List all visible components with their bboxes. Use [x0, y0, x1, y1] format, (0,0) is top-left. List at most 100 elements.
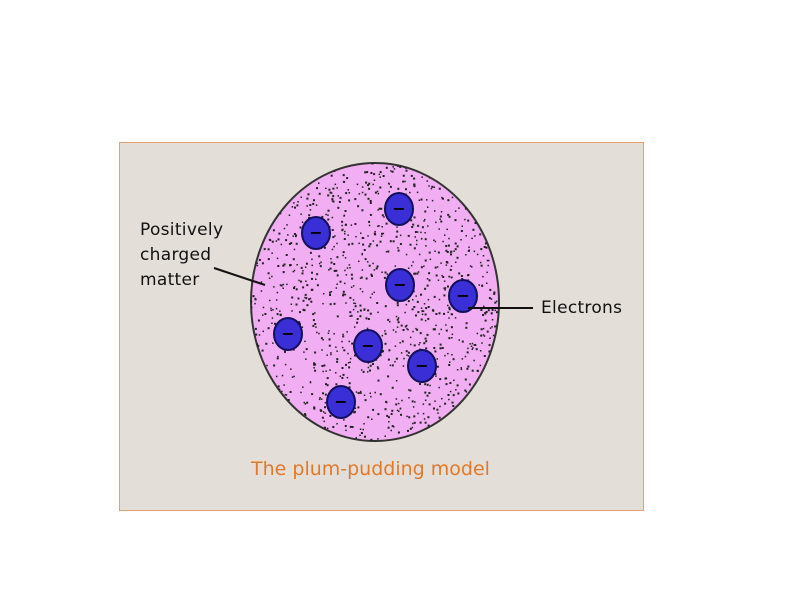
speckle-dot	[439, 347, 442, 350]
electron: −	[273, 317, 303, 351]
speckle-dot	[487, 394, 490, 397]
speckle-dot	[343, 215, 345, 217]
speckle-dot	[309, 251, 312, 254]
speckle-dot	[358, 242, 360, 245]
electron-minus-sign: −	[361, 336, 374, 355]
speckle-dot	[327, 332, 330, 334]
speckle-dot	[305, 348, 308, 351]
speckle-dot	[348, 340, 350, 343]
speckle-dot	[392, 329, 395, 331]
speckle-dot	[424, 437, 427, 440]
speckle-dot	[424, 218, 426, 221]
speckle-dot	[327, 214, 329, 216]
speckle-dot	[349, 311, 352, 314]
speckle-dot	[447, 352, 449, 355]
speckle-dot	[251, 343, 253, 346]
speckle-dot	[369, 392, 371, 394]
electron: −	[353, 329, 383, 363]
speckle-dot	[413, 306, 416, 308]
speckle-dot	[334, 183, 337, 186]
speckle-dot	[473, 344, 475, 346]
speckle-dot	[275, 240, 278, 242]
speckle-dot	[424, 210, 427, 213]
speckle-dot	[325, 187, 327, 190]
speckle-dot	[453, 250, 455, 252]
speckle-dot	[438, 416, 441, 419]
speckle-dot	[424, 313, 427, 316]
speckle-dot	[495, 343, 498, 346]
speckle-dot	[372, 363, 374, 365]
speckle-dot	[336, 350, 338, 352]
speckle-dot	[362, 237, 365, 239]
speckle-dot	[277, 355, 279, 358]
speckle-dot	[445, 435, 448, 438]
speckle-dot	[371, 293, 373, 295]
speckle-dot	[283, 263, 286, 266]
speckle-dot	[261, 403, 263, 406]
speckle-dot	[450, 276, 453, 279]
speckle-dot	[456, 188, 459, 190]
speckle-dot	[399, 165, 402, 168]
speckle-dot	[489, 379, 491, 382]
speckle-dot	[336, 283, 338, 285]
speckle-dot	[479, 350, 482, 352]
speckle-dot	[299, 226, 302, 229]
speckle-dot	[433, 328, 436, 331]
speckle-dot	[262, 400, 265, 403]
electron-minus-sign: −	[334, 392, 347, 411]
speckle-dot	[323, 246, 326, 249]
speckle-dot	[298, 432, 301, 434]
speckle-dot	[367, 318, 370, 320]
speckle-dot	[312, 313, 315, 316]
speckle-dot	[363, 394, 366, 396]
speckle-dot	[433, 407, 435, 410]
speckle-dot	[329, 369, 331, 371]
speckle-dot	[300, 213, 302, 215]
speckle-dot	[361, 209, 364, 212]
speckle-dot	[434, 373, 437, 375]
speckle-dot	[409, 439, 412, 441]
speckle-dot	[369, 364, 372, 367]
speckle-dot	[489, 327, 492, 329]
speckle-dot	[360, 276, 363, 279]
speckle-dot	[420, 307, 423, 309]
speckle-dot	[332, 236, 335, 239]
speckle-dot	[318, 255, 321, 258]
speckle-dot	[276, 357, 279, 360]
speckle-dot	[288, 242, 291, 245]
speckle-dot	[276, 291, 279, 294]
speckle-dot	[448, 237, 450, 240]
speckle-dot	[275, 208, 278, 211]
speckle-dot	[448, 317, 450, 319]
speckle-dot	[440, 328, 442, 331]
speckle-dot	[256, 264, 259, 267]
speckle-dot	[395, 357, 398, 360]
speckle-dot	[344, 210, 347, 212]
speckle-dot	[424, 166, 427, 169]
speckle-dot	[485, 206, 487, 208]
speckle-dot	[282, 183, 285, 185]
speckle-dot	[399, 243, 402, 245]
speckle-dot	[336, 164, 339, 167]
speckle-dot	[434, 266, 437, 269]
speckle-dot	[498, 389, 499, 392]
speckle-dot	[394, 345, 397, 347]
speckle-dot	[401, 163, 403, 165]
electron-minus-sign: −	[309, 223, 322, 242]
speckle-dot	[423, 303, 426, 305]
speckle-dot	[381, 232, 383, 235]
speckle-dot	[464, 207, 467, 210]
speckle-dot	[455, 426, 457, 428]
speckle-dot	[347, 362, 350, 364]
speckle-dot	[491, 326, 493, 328]
speckle-dot	[480, 264, 483, 267]
speckle-dot	[427, 206, 429, 208]
speckle-dot	[426, 278, 429, 280]
speckle-dot	[357, 440, 359, 441]
speckle-dot	[471, 348, 473, 350]
speckle-dot	[497, 381, 499, 383]
speckle-dot	[431, 185, 434, 188]
speckle-dot	[363, 423, 365, 425]
speckle-dot	[383, 276, 386, 279]
